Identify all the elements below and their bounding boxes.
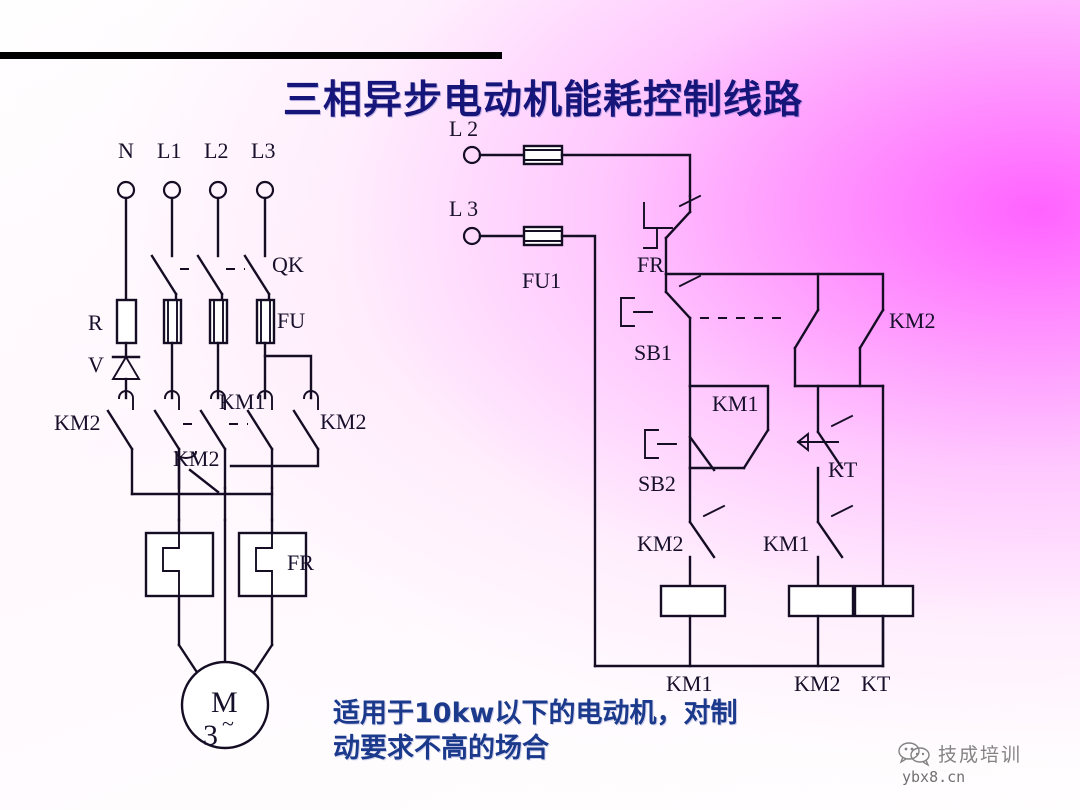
label-resistor-r: R [88, 310, 103, 335]
km1-holding-contact [688, 384, 770, 470]
fr-nc-contact [643, 194, 702, 276]
label-control-l2: L 2 [449, 116, 478, 141]
label-km2-left: KM2 [54, 410, 100, 435]
label-supply-l2: L2 [204, 138, 228, 163]
km2-brake-contact [175, 450, 220, 496]
label-km1-hold: KM1 [712, 391, 758, 416]
supply-terminal-n [116, 180, 136, 309]
label-isolator-qk: QK [272, 252, 304, 277]
motor-phase: 3 [203, 719, 218, 752]
km2-branch [793, 272, 885, 388]
label-km2-interlock: KM2 [637, 531, 683, 556]
label-control-l3: L 3 [449, 196, 478, 221]
label-kt-contact: KT [828, 457, 858, 482]
kt-delayed-contact [796, 384, 854, 524]
supply-terminal-l3 [255, 180, 275, 258]
label-km2-right: KM2 [320, 409, 366, 434]
fuse-fu-l3 [255, 298, 276, 400]
label-coil-km2: KM2 [794, 671, 840, 696]
supply-terminal-l2 [208, 180, 228, 258]
fuse-fu-l1 [162, 298, 183, 400]
label-km1-main: KM1 [219, 389, 265, 414]
label-overload-fr: FR [287, 550, 314, 575]
supply-terminal-l1 [162, 180, 182, 258]
control-supply-l3 [462, 225, 597, 668]
km2-coil [787, 584, 855, 668]
motor-ac-symbol: ~ [222, 711, 234, 736]
braking-resistor-r [115, 298, 138, 358]
fuse-fu-l2 [208, 298, 229, 400]
label-coil-kt: KT [861, 671, 891, 696]
brake-bus [130, 486, 274, 522]
label-diode-v: V [88, 352, 104, 377]
km1-interlock-contact [816, 504, 854, 588]
watermark: 技成培训 ybx8.cn [898, 740, 1068, 796]
watermark-brand: 技成培训 [938, 744, 1023, 766]
sb2-start-button[interactable] [644, 384, 716, 472]
control-top-bus [664, 272, 885, 312]
contact-terminals [118, 390, 319, 410]
km2-interlock-contact [688, 466, 726, 588]
rectifier-diode-v [111, 355, 141, 400]
label-supply-l1: L1 [157, 138, 181, 163]
watermark-row: 技成培训 [898, 740, 1068, 767]
sb1-stop-button[interactable] [620, 272, 790, 388]
label-km2-brake: KM2 [173, 446, 219, 471]
overload-heater-left [144, 518, 215, 647]
usage-note-line-1: 适用于10kw以下的电动机，对制 [333, 698, 738, 729]
label-supply-n: N [118, 138, 134, 163]
wechat-icon [898, 741, 930, 767]
label-fuse-fu: FU [277, 308, 305, 333]
label-fuse-fu1: FU1 [522, 268, 561, 293]
label-sb2: SB2 [638, 471, 676, 496]
km2-right-leg [229, 447, 320, 468]
contactor-blades [106, 409, 320, 451]
label-km1-interlock: KM1 [763, 531, 809, 556]
control-supply-l2 [462, 144, 692, 198]
watermark-url: ybx8.cn [902, 768, 966, 786]
overload-heater-right [237, 518, 308, 647]
km2-right-tap-wire [263, 354, 313, 400]
page-title: 三相异步电动机能耗控制线路 [283, 78, 804, 123]
motor-symbol: M 3 ~ [180, 660, 270, 752]
usage-note-line-2: 动要求不高的场合 [333, 732, 549, 764]
label-coil-km1: KM1 [666, 671, 712, 696]
motor-letter: M [211, 686, 238, 719]
label-supply-l3: L3 [251, 138, 275, 163]
km1-coil [659, 584, 727, 668]
label-km2-branch: KM2 [889, 308, 935, 333]
label-fr-contact: FR [637, 252, 664, 277]
title-rule [0, 52, 502, 59]
usage-note: 适用于10kw以下的电动机，对制 动要求不高的场合 [333, 697, 737, 766]
label-sb1: SB1 [634, 340, 672, 365]
kt-coil [853, 584, 915, 668]
